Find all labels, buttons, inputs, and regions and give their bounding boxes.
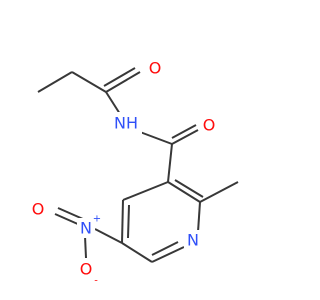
- bond-n-o-bottom: [84, 235, 87, 259]
- bond-co-o-1: [105, 71, 141, 93]
- bond-co-o-2: [103, 67, 136, 87]
- bond-n-o-left-1: [57, 207, 84, 220]
- bond-c5-nno2: [94, 228, 123, 244]
- bond-ch3-ch2: [37, 71, 73, 93]
- oxygen-label: O: [203, 116, 216, 135]
- bond-co2-o-2: [171, 124, 197, 139]
- negative-charge-label: -: [94, 276, 98, 287]
- bond-c3-c2-double: [174, 179, 204, 198]
- molecule-diagram: O NH O N N + O O -: [31, 58, 239, 287]
- bond-c2-methyl: [199, 181, 239, 203]
- oxygen-label: O: [149, 59, 162, 78]
- bond-c3-c2: [167, 181, 201, 203]
- bond-c5-c4-double: [127, 204, 130, 239]
- bond-c4-c3: [122, 181, 169, 201]
- bond-c2-n1: [197, 201, 201, 233]
- nitro-oxygen-bottom-label: O: [80, 260, 93, 279]
- structure-svg: O NH O N N + O O -: [31, 58, 239, 287]
- nitro-nitrogen-label: N: [80, 219, 92, 238]
- positive-charge-label: +: [93, 214, 101, 225]
- bond-n1-c6: [151, 246, 185, 263]
- amide-nh-label: NH: [114, 114, 138, 133]
- bond-c5-c4: [121, 199, 124, 244]
- bond-n-o-left-2: [54, 213, 81, 226]
- bond-co-nh: [105, 91, 121, 115]
- bond-ch2-co: [71, 71, 107, 93]
- bond-n1-c6-double: [151, 241, 179, 256]
- bond-nh-co2: [139, 131, 173, 145]
- nitro-oxygen-left-label: O: [32, 200, 45, 219]
- bond-co2-o-1: [171, 129, 199, 145]
- bond-c6-c5: [121, 242, 153, 263]
- pyridine-nitrogen-label: N: [187, 231, 199, 250]
- bond-co2-c3: [167, 143, 173, 183]
